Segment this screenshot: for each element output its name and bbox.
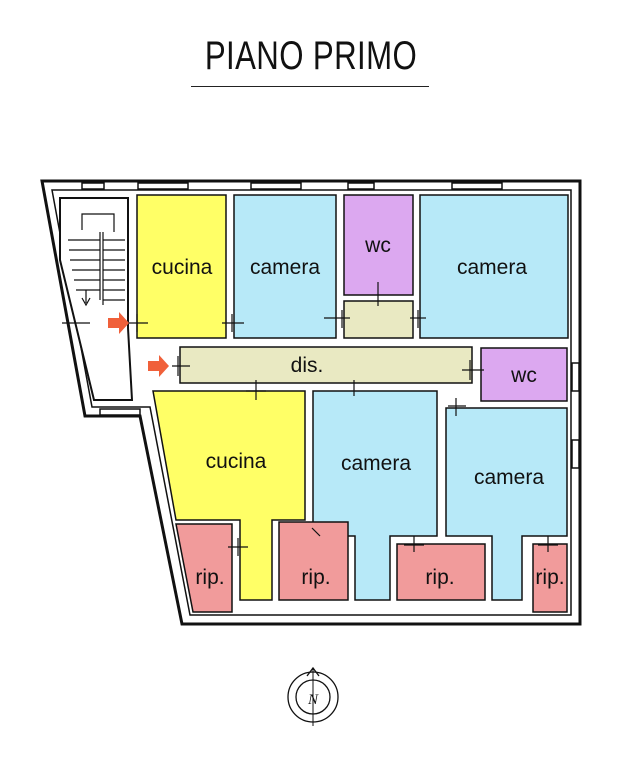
door-marks xyxy=(62,282,558,556)
room-camera-4: camera xyxy=(445,407,568,601)
room-rip-4: rip. xyxy=(532,543,568,613)
floor-title: PIANO PRIMO xyxy=(204,34,418,78)
room-cucina-2: cucina xyxy=(152,390,306,601)
room-label: cucina xyxy=(206,450,267,473)
entrance-arrow-icon xyxy=(108,312,129,334)
room-label: cucina xyxy=(152,256,213,279)
stairwell xyxy=(59,197,134,401)
room-rip-1: rip. xyxy=(175,523,233,613)
entrance-arrow-icon xyxy=(148,355,169,377)
room-label: camera xyxy=(474,466,544,489)
room-label: dis. xyxy=(291,354,324,377)
room-label: camera xyxy=(457,256,527,279)
room-rip-2: rip. xyxy=(278,521,349,601)
room-label: camera xyxy=(341,452,411,475)
room-dis: dis. xyxy=(179,346,473,384)
room-rip-3: rip. xyxy=(396,543,486,601)
room-label: rip. xyxy=(301,566,330,589)
room-wc-1: wc xyxy=(343,194,414,296)
room-camera-2: camera xyxy=(419,194,569,339)
room-camera-1: camera xyxy=(233,194,337,339)
room-antibagno xyxy=(343,300,414,339)
windows xyxy=(81,182,580,469)
title-underline xyxy=(191,86,429,87)
room-label: wc xyxy=(364,234,391,257)
room-label: rip. xyxy=(425,566,454,589)
room-label: rip. xyxy=(535,566,564,589)
compass-label: N xyxy=(307,692,319,708)
room-cucina-1: cucina xyxy=(136,194,227,339)
room-label: rip. xyxy=(195,566,224,589)
north-arrow-icon: N xyxy=(287,666,339,726)
room-label: wc xyxy=(510,364,537,387)
room-wc-2: wc xyxy=(480,347,568,402)
room-label: camera xyxy=(250,256,320,279)
